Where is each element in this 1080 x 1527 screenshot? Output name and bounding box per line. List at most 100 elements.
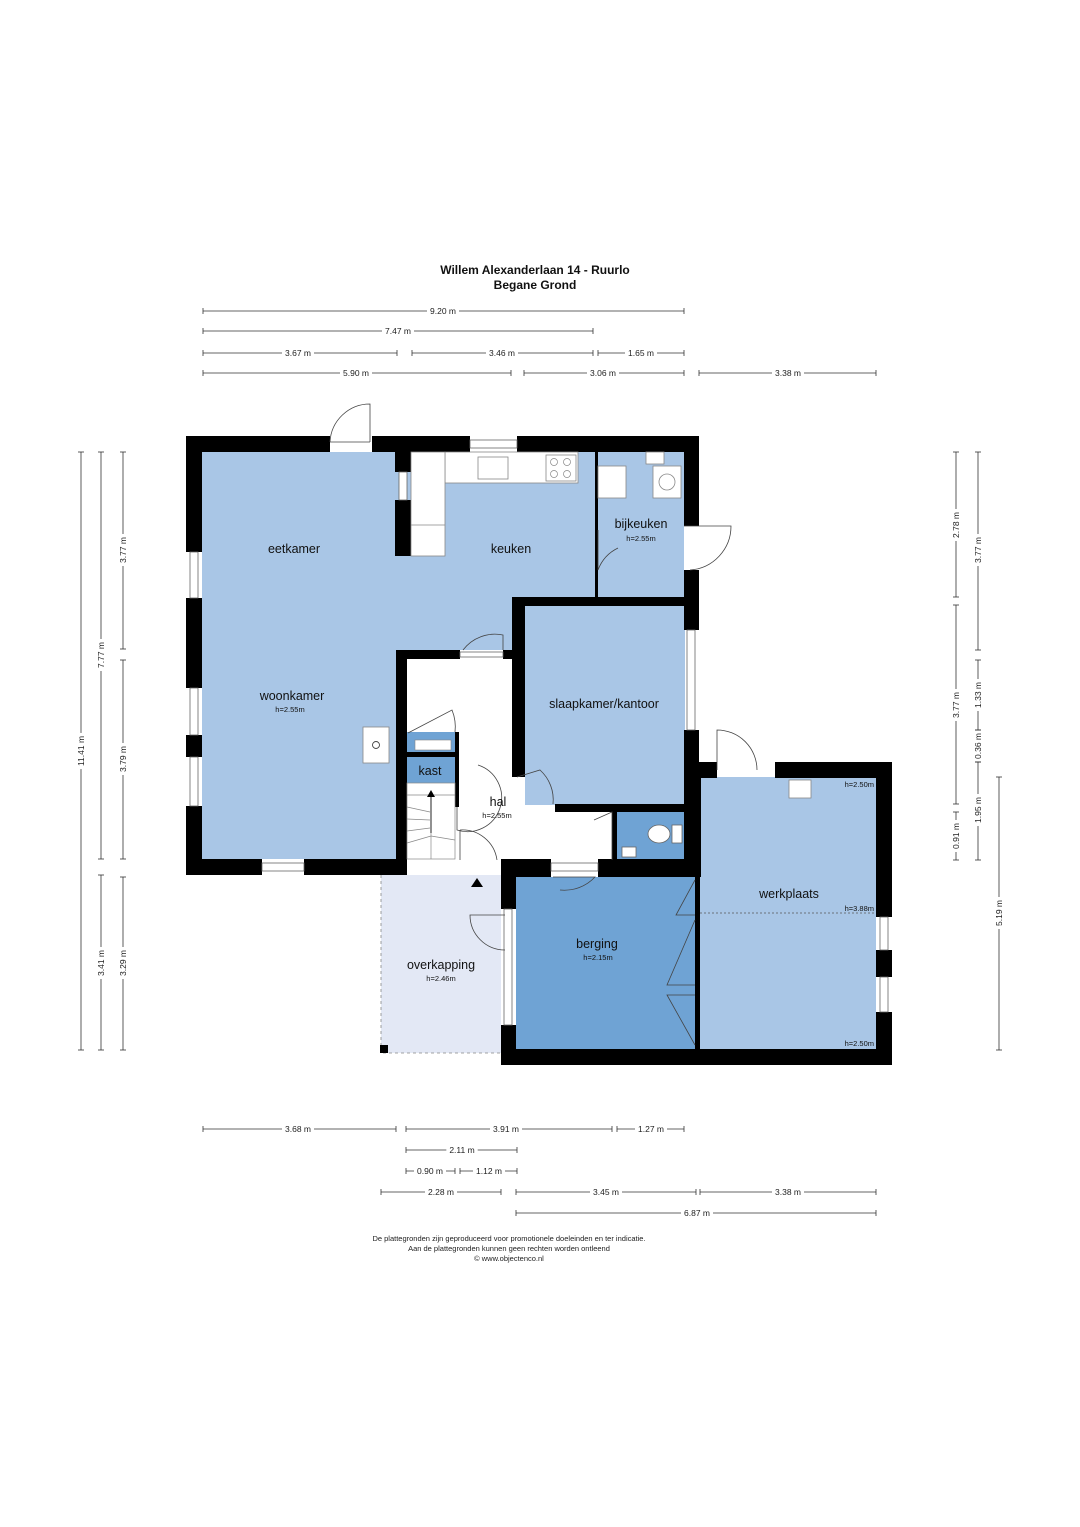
height-berging: h=2.15m: [583, 953, 612, 962]
workshop-sink-icon: [788, 779, 812, 799]
dim-left-0: 11.41 m: [76, 736, 86, 766]
dim-left-3: 3.79 m: [118, 746, 128, 772]
laundry-sink-icon: [645, 451, 665, 465]
dimension-label-bg: [772, 367, 804, 379]
dimension-label-bg: [681, 1207, 713, 1219]
dimension-label-bg: [993, 897, 1005, 929]
dimension-label-bg: [340, 367, 372, 379]
dimension-label-bg: [117, 534, 129, 566]
dim-bottom-2: 1.27 m: [638, 1124, 664, 1134]
dim-top-7: 3.38 m: [775, 368, 801, 378]
dimension-label-bg: [486, 347, 518, 359]
label-kast: kast: [419, 764, 442, 778]
label-woonkamer: woonkamer: [259, 689, 325, 703]
washer-icon: [597, 465, 627, 499]
dimension-label-bg: [95, 639, 107, 671]
dim-right-6: 1.95 m: [973, 797, 983, 823]
column-post: [380, 1045, 388, 1053]
dimensions-left: 11.41 m 7.77 m 3.77 m 3.79 m 3.41 m 3.29…: [75, 451, 129, 1051]
height-werkplaats-top: h=2.50m: [845, 780, 874, 789]
label-slaapkamer: slaapkamer/kantoor: [549, 697, 659, 711]
dim-right-2: 3.77 m: [951, 692, 961, 718]
room-berging: [516, 877, 696, 1049]
dimension-label-bg: [282, 347, 314, 359]
dimension-label-bg: [473, 1165, 505, 1177]
disclaimer-line-3: © www.objectenco.nl: [474, 1254, 544, 1263]
label-bijkeuken: bijkeuken: [615, 517, 668, 531]
dimension-label-bg: [117, 947, 129, 979]
dimension-label-bg: [625, 347, 657, 359]
dim-top-6: 3.06 m: [590, 368, 616, 378]
label-werkplaats: werkplaats: [758, 887, 819, 901]
entrance-arrow-icon: [471, 878, 483, 887]
toilet-icon: [647, 824, 671, 844]
label-berging: berging: [576, 937, 618, 951]
height-werkplaats-bottom: h=2.50m: [845, 1039, 874, 1048]
closet-shelf: [414, 739, 452, 751]
dim-top-4: 1.65 m: [628, 348, 654, 358]
label-keuken: keuken: [491, 542, 531, 556]
dimension-label-bg: [382, 325, 414, 337]
dimension-label-bg: [427, 305, 459, 317]
dim-right-3: 1.33 m: [973, 682, 983, 708]
kitchen-counter: [444, 451, 579, 484]
label-eetkamer: eetkamer: [268, 542, 320, 556]
dim-top-3: 3.46 m: [489, 348, 515, 358]
dim-bottom-4: 0.90 m: [417, 1166, 443, 1176]
dim-bottom-1: 3.91 m: [493, 1124, 519, 1134]
dim-right-0: 2.78 m: [951, 512, 961, 538]
label-overkapping: overkapping: [407, 958, 475, 972]
label-hal: hal: [490, 795, 507, 809]
sink-icon: [477, 456, 509, 480]
dim-left-4: 3.41 m: [96, 950, 106, 976]
dim-right-4: 0.36 m: [973, 733, 983, 759]
dimension-label-bg: [75, 732, 87, 770]
dim-bottom-5: 1.12 m: [476, 1166, 502, 1176]
disclaimer-line-2: Aan de plattegronden kunnen geen rechten…: [408, 1244, 610, 1253]
dimension-label-bg: [414, 1165, 446, 1177]
dimension-label-bg: [972, 534, 984, 566]
dim-left-5: 3.29 m: [118, 950, 128, 976]
dimension-label-bg: [950, 689, 962, 721]
stove-icon: [545, 454, 577, 482]
handbasin-icon: [621, 846, 637, 858]
dim-left-2: 3.77 m: [118, 537, 128, 563]
dimension-label-bg: [117, 743, 129, 775]
kitchen-cabinets: [410, 451, 446, 557]
room-eetkamer-woonkamer: [202, 452, 396, 859]
fixtures: [362, 451, 812, 887]
walls: [186, 436, 892, 1065]
dim-top-5: 5.90 m: [343, 368, 369, 378]
overkapping-outline: [380, 875, 501, 1054]
dimensions-right: 2.78 m 3.77 m 3.77 m 1.33 m 0.36 m 0.91 …: [950, 451, 1005, 1051]
disclaimer-line-1: De plattegronden zijn geproduceerd voor …: [372, 1234, 645, 1243]
stair-arrow-icon: [427, 790, 435, 797]
dimension-label-bg: [590, 1186, 622, 1198]
dimension-label-bg: [282, 1123, 314, 1135]
dimension-label-bg: [425, 1186, 457, 1198]
dim-left-1: 7.77 m: [96, 642, 106, 668]
height-woonkamer: h=2.55m: [275, 705, 304, 714]
dimension-label-bg: [635, 1123, 667, 1135]
dimension-label-bg: [950, 509, 962, 541]
room-kast: [407, 757, 455, 783]
dimension-label-bg: [972, 679, 984, 711]
dim-top-1: 7.47 m: [385, 326, 411, 336]
plan-subtitle: Begane Grond: [494, 278, 577, 292]
room-overkapping: [381, 875, 501, 1053]
doors: [329, 403, 758, 1046]
dimension-label-bg: [972, 730, 984, 762]
dimension-label-bg: [950, 820, 962, 852]
dim-bottom-0: 3.68 m: [285, 1124, 311, 1134]
dim-right-7: 5.19 m: [994, 900, 1004, 926]
dimensions-bottom: 3.68 m 3.91 m 1.27 m 2.11 m 0.90 m 1.12 …: [202, 1123, 877, 1219]
height-bijkeuken: h=2.55m: [626, 534, 655, 543]
dimension-label-bg: [446, 1144, 478, 1156]
dryer-icon: [652, 465, 682, 499]
dim-bottom-3: 2.11 m: [449, 1145, 474, 1155]
height-werkplaats-mid: h=3.88m: [845, 904, 874, 913]
dimension-label-bg: [972, 794, 984, 826]
dim-right-5: 0.91 m: [951, 823, 961, 849]
plan-title: Willem Alexanderlaan 14 - Ruurlo: [440, 263, 630, 277]
